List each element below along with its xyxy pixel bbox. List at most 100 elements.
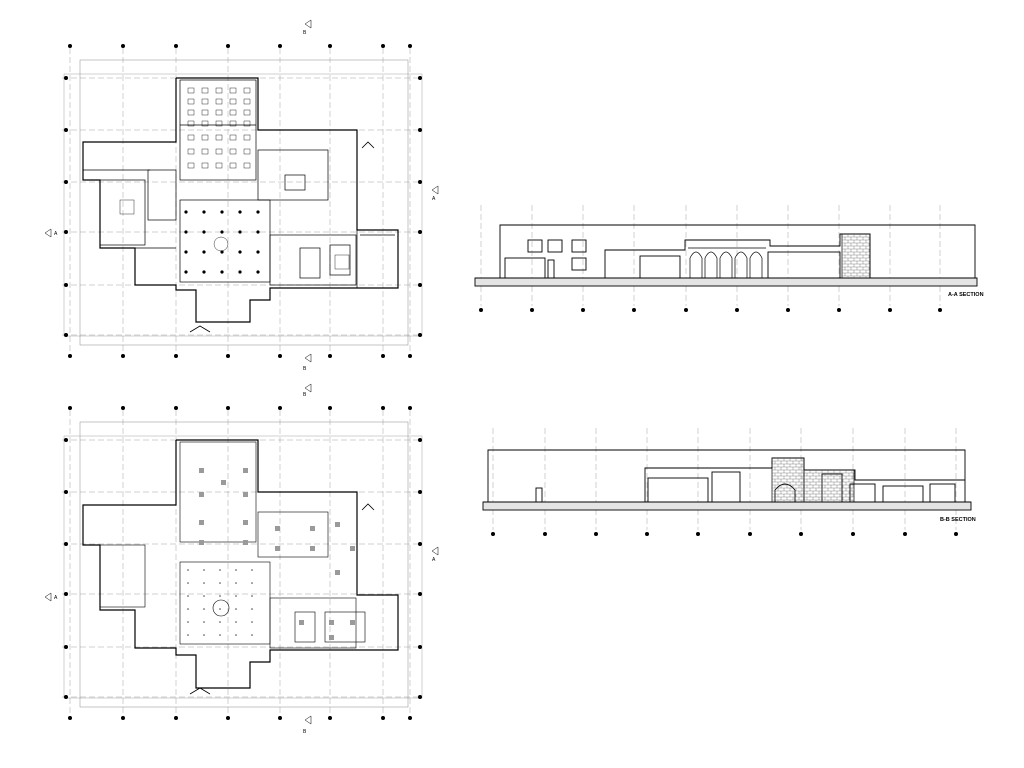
ceiling-point <box>219 595 221 597</box>
grid-bubble <box>696 532 700 536</box>
grid-bubble <box>278 44 282 48</box>
dining-table <box>187 162 195 169</box>
ceiling-point <box>219 634 221 636</box>
plan-grid-lines <box>62 48 423 355</box>
ceiling-point <box>219 582 221 584</box>
dining-table <box>243 98 251 105</box>
ceiling-point <box>251 621 253 623</box>
light-fixture <box>310 546 315 551</box>
ceiling-point <box>203 595 205 597</box>
floor-plan-ground: B B A A <box>44 19 439 372</box>
grid-bubble <box>837 308 841 312</box>
structural-columns <box>184 210 260 274</box>
dining-table <box>201 98 209 105</box>
dining-table <box>201 148 209 155</box>
dining-table <box>243 120 251 127</box>
light-fixture <box>329 635 334 640</box>
dining-table <box>215 109 223 116</box>
grid-bubble <box>68 44 72 48</box>
light-fixture <box>243 520 248 525</box>
ceiling-point <box>203 608 205 610</box>
grid-bubble <box>418 438 422 442</box>
section-marker-b-top: B B <box>303 19 312 372</box>
section-b-b: B-B SECTION <box>482 428 976 536</box>
grid-bubble <box>954 532 958 536</box>
grid-bubble <box>226 354 230 358</box>
grid-bubble <box>328 44 332 48</box>
light-fixture <box>275 546 280 551</box>
grid-bubble <box>64 128 68 132</box>
grid-bubble <box>64 695 68 699</box>
arch <box>719 251 733 278</box>
dining-table <box>229 120 237 127</box>
light-fixture <box>299 620 304 625</box>
fountain <box>213 236 229 252</box>
section-marker-label: A <box>432 196 436 202</box>
column <box>202 250 206 254</box>
light-fixture <box>243 540 248 545</box>
grid-bubble <box>381 406 385 410</box>
light-fixture <box>350 620 355 625</box>
section-marker-a-top: A A <box>44 185 439 238</box>
grid-bubble <box>418 645 422 649</box>
arch <box>749 251 763 278</box>
ceiling-point <box>203 569 205 571</box>
dining-table <box>187 120 195 127</box>
light-fixture <box>243 468 248 473</box>
ceiling-point <box>187 569 189 571</box>
ceiling-point <box>203 621 205 623</box>
arch <box>734 251 748 278</box>
grid-bubble <box>418 76 422 80</box>
grid-bubble <box>418 230 422 234</box>
ceiling-point <box>187 621 189 623</box>
grid-bubble <box>408 354 412 358</box>
ceiling-point <box>235 595 237 597</box>
column <box>256 230 260 234</box>
tower-outline <box>841 233 871 279</box>
section-marker-label: A <box>54 231 58 237</box>
dining-table <box>215 148 223 155</box>
dining-table <box>187 109 195 116</box>
ceiling-point <box>187 595 189 597</box>
interior-walls <box>83 79 395 288</box>
grid-bubble <box>174 44 178 48</box>
grid-bubble <box>418 695 422 699</box>
section-grid-lines <box>480 205 941 306</box>
dining-table <box>215 98 223 105</box>
ceiling-point <box>251 608 253 610</box>
section-marker-label: A <box>54 595 58 601</box>
dining-table <box>187 134 195 141</box>
ceiling-point <box>187 582 189 584</box>
grid-bubble <box>418 490 422 494</box>
section-marker-label: A <box>432 557 436 563</box>
ceiling-point <box>235 569 237 571</box>
grid-bubble <box>278 354 282 358</box>
dimension-frame <box>63 73 423 337</box>
grid-bubbles <box>64 44 422 358</box>
ceiling-point <box>251 569 253 571</box>
stone-tower <box>841 233 871 279</box>
ceiling-point <box>203 582 205 584</box>
grid-bubble <box>748 532 752 536</box>
dimension-frame <box>79 421 409 708</box>
grid-bubble <box>851 532 855 536</box>
dining-table <box>243 162 251 169</box>
grid-bubble <box>328 716 332 720</box>
dining-table <box>229 148 237 155</box>
dining-table <box>201 109 209 116</box>
column <box>256 250 260 254</box>
light-fixture <box>199 492 204 497</box>
column <box>238 210 242 214</box>
grid-bubble <box>328 406 332 410</box>
grid-bubble <box>121 716 125 720</box>
light-fixture <box>329 620 334 625</box>
dining-table <box>243 87 251 94</box>
grid-bubble <box>408 44 412 48</box>
grid-bubble <box>278 716 282 720</box>
ceiling-point <box>235 621 237 623</box>
grid-bubble <box>581 308 585 312</box>
entrance-arrow <box>189 141 375 333</box>
arch <box>704 251 718 278</box>
column <box>238 270 242 274</box>
dimension-frame <box>63 435 423 699</box>
